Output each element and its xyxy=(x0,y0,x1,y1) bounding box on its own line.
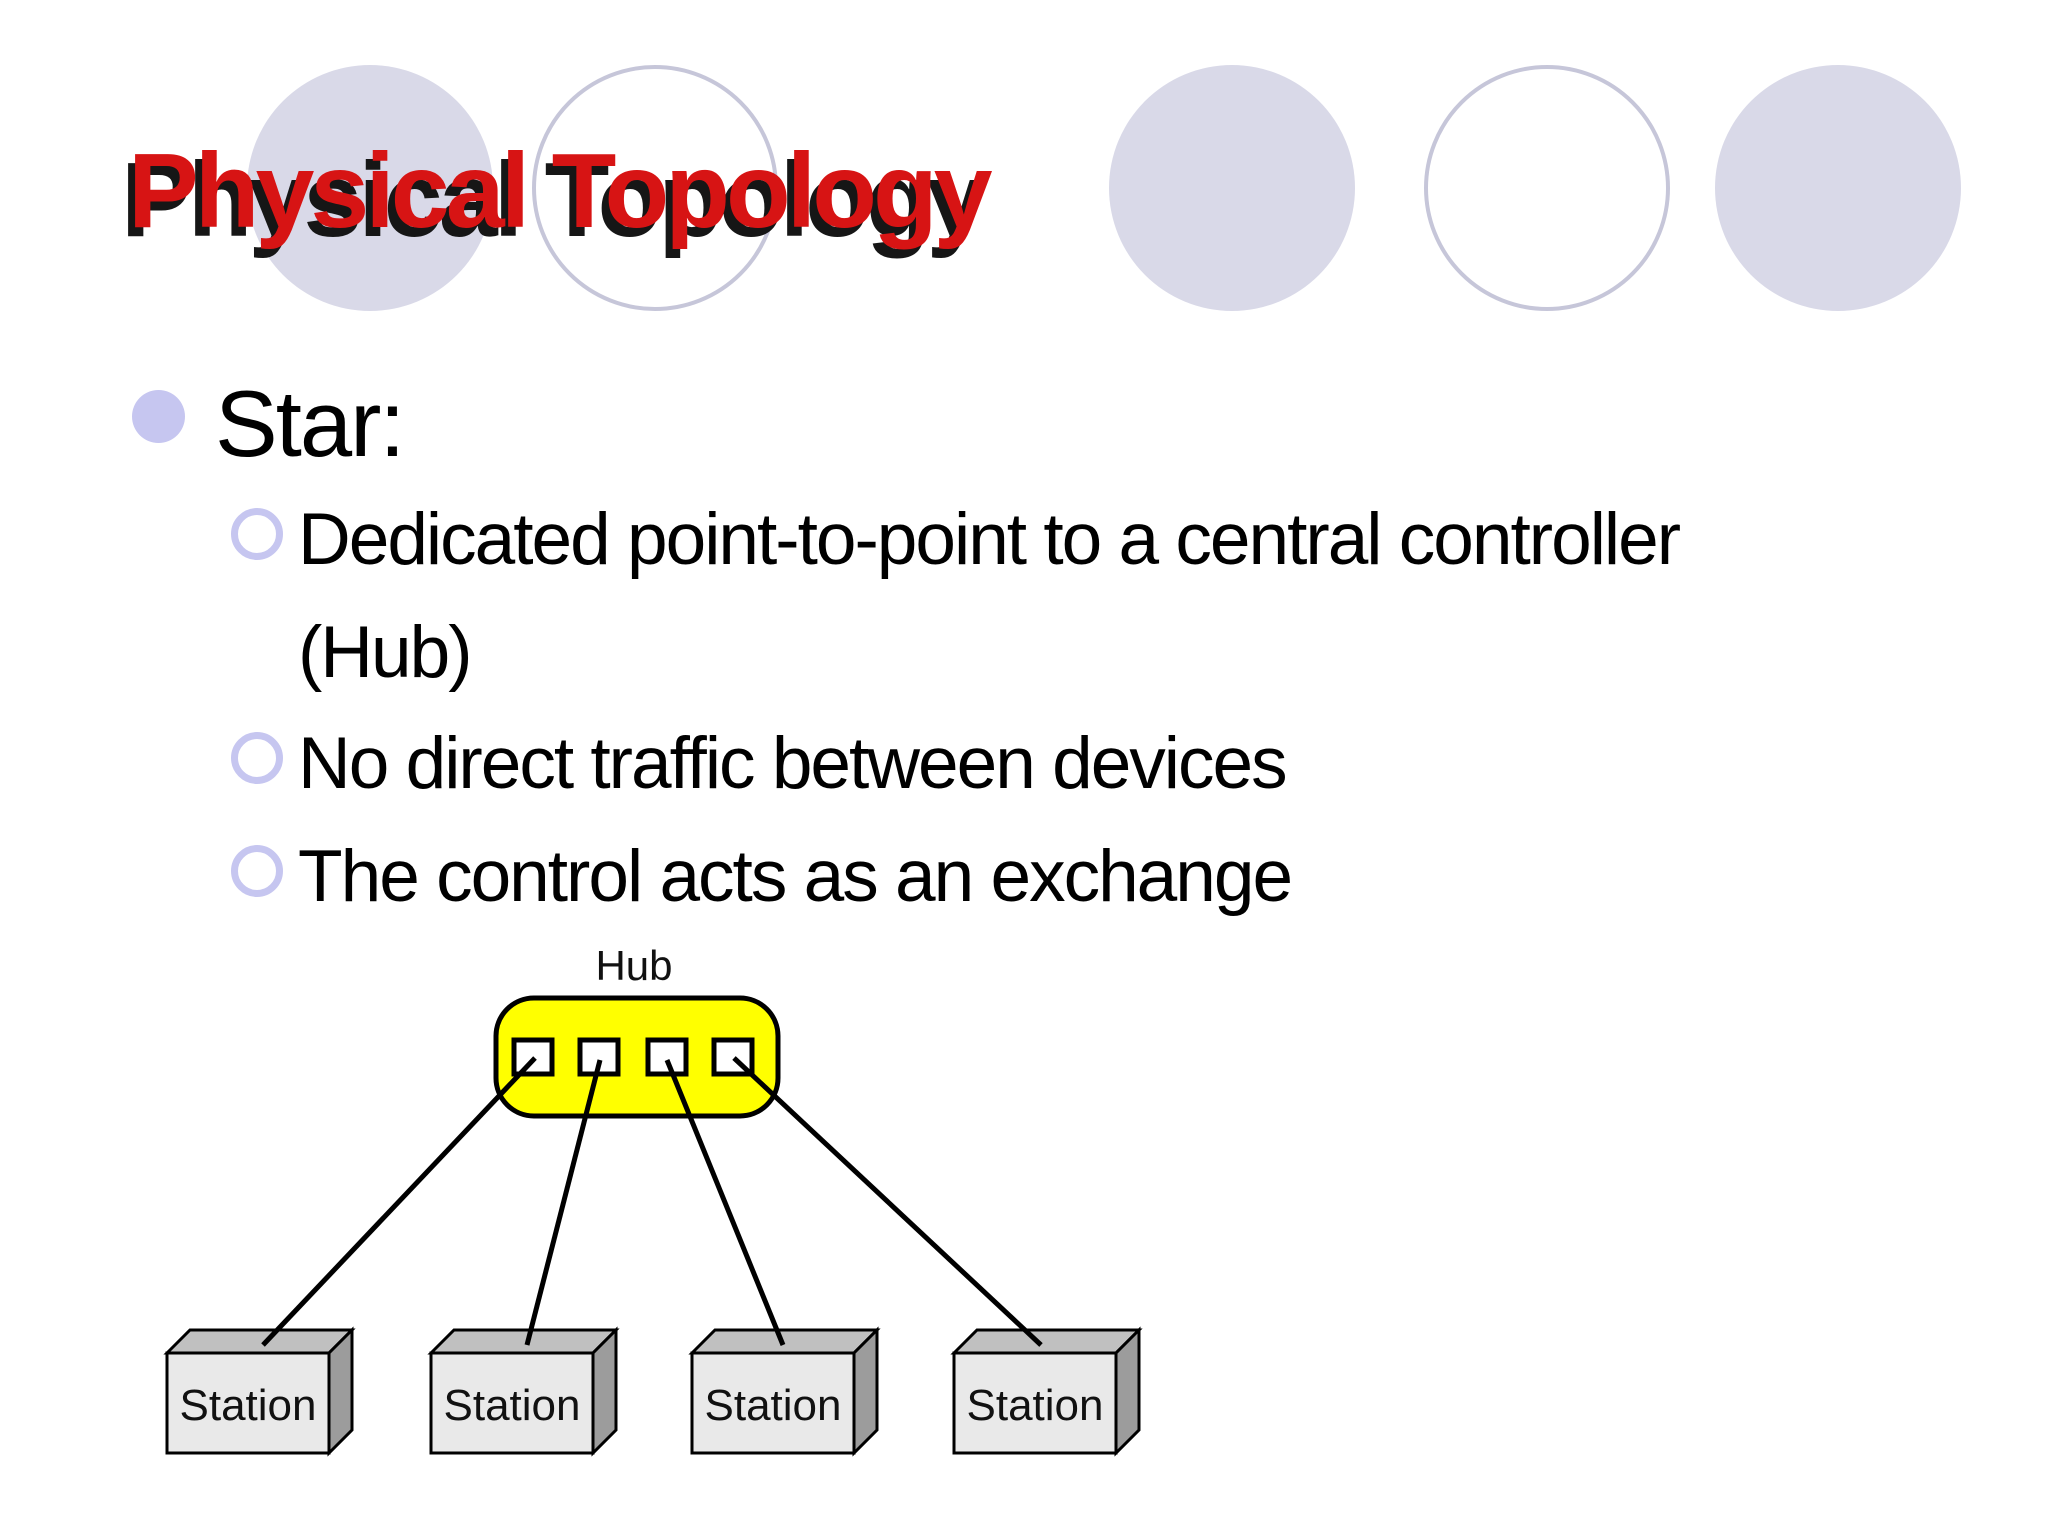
station-label: Station xyxy=(444,1381,581,1430)
connection-line-1 xyxy=(261,1056,537,1347)
deco-circle-filled-2 xyxy=(1109,65,1355,311)
station-box-2: Station xyxy=(427,1326,620,1457)
station-box-1: Station xyxy=(163,1326,356,1457)
connection-line-3 xyxy=(664,1059,786,1346)
deco-circle-outlined-2 xyxy=(1424,65,1670,311)
connection-line-2 xyxy=(524,1059,603,1346)
station-side-face xyxy=(1114,1326,1141,1457)
station-box-3: Station xyxy=(688,1326,881,1457)
station-front-face xyxy=(429,1351,595,1455)
deco-circle-filled-1 xyxy=(247,65,493,311)
ring-bullet-icon xyxy=(231,508,283,560)
station-box-4: Station xyxy=(950,1326,1143,1457)
station-label: Station xyxy=(967,1381,1104,1430)
ring-bullet-icon xyxy=(231,845,283,897)
station-side-face xyxy=(852,1326,879,1457)
deco-circle-outlined-1 xyxy=(532,65,778,311)
station-side-face xyxy=(327,1326,354,1457)
sub-bullet-dedicated: Dedicated point-to-point to a central co… xyxy=(298,499,1681,580)
ring-bullet-icon xyxy=(231,732,283,784)
station-label: Station xyxy=(180,1381,317,1430)
connection-line-4 xyxy=(732,1056,1043,1347)
hub-label: Hub xyxy=(595,942,672,989)
deco-circle-filled-3 xyxy=(1715,65,1961,311)
station-front-face xyxy=(165,1351,331,1455)
station-side-face xyxy=(591,1326,618,1457)
station-top-face xyxy=(950,1328,1143,1355)
station-label: Station xyxy=(705,1381,842,1430)
sub-bullet-no-direct-traffic: No direct traffic between devices xyxy=(298,723,1288,804)
hub-port-3 xyxy=(645,1037,689,1077)
bullet-star: Star: xyxy=(215,371,406,476)
station-top-face xyxy=(427,1328,620,1355)
station-top-face xyxy=(688,1328,881,1355)
bullet-dot-icon xyxy=(132,390,185,443)
sub-bullet-control-exchange: The control acts as an exchange xyxy=(298,836,1293,917)
station-top-face xyxy=(163,1328,356,1355)
station-front-face xyxy=(952,1351,1118,1455)
page-title: Physical Topology xyxy=(128,132,993,250)
hub-shape xyxy=(493,995,781,1119)
station-front-face xyxy=(690,1351,856,1455)
sub-bullet-hub-continuation: (Hub) xyxy=(298,612,473,693)
